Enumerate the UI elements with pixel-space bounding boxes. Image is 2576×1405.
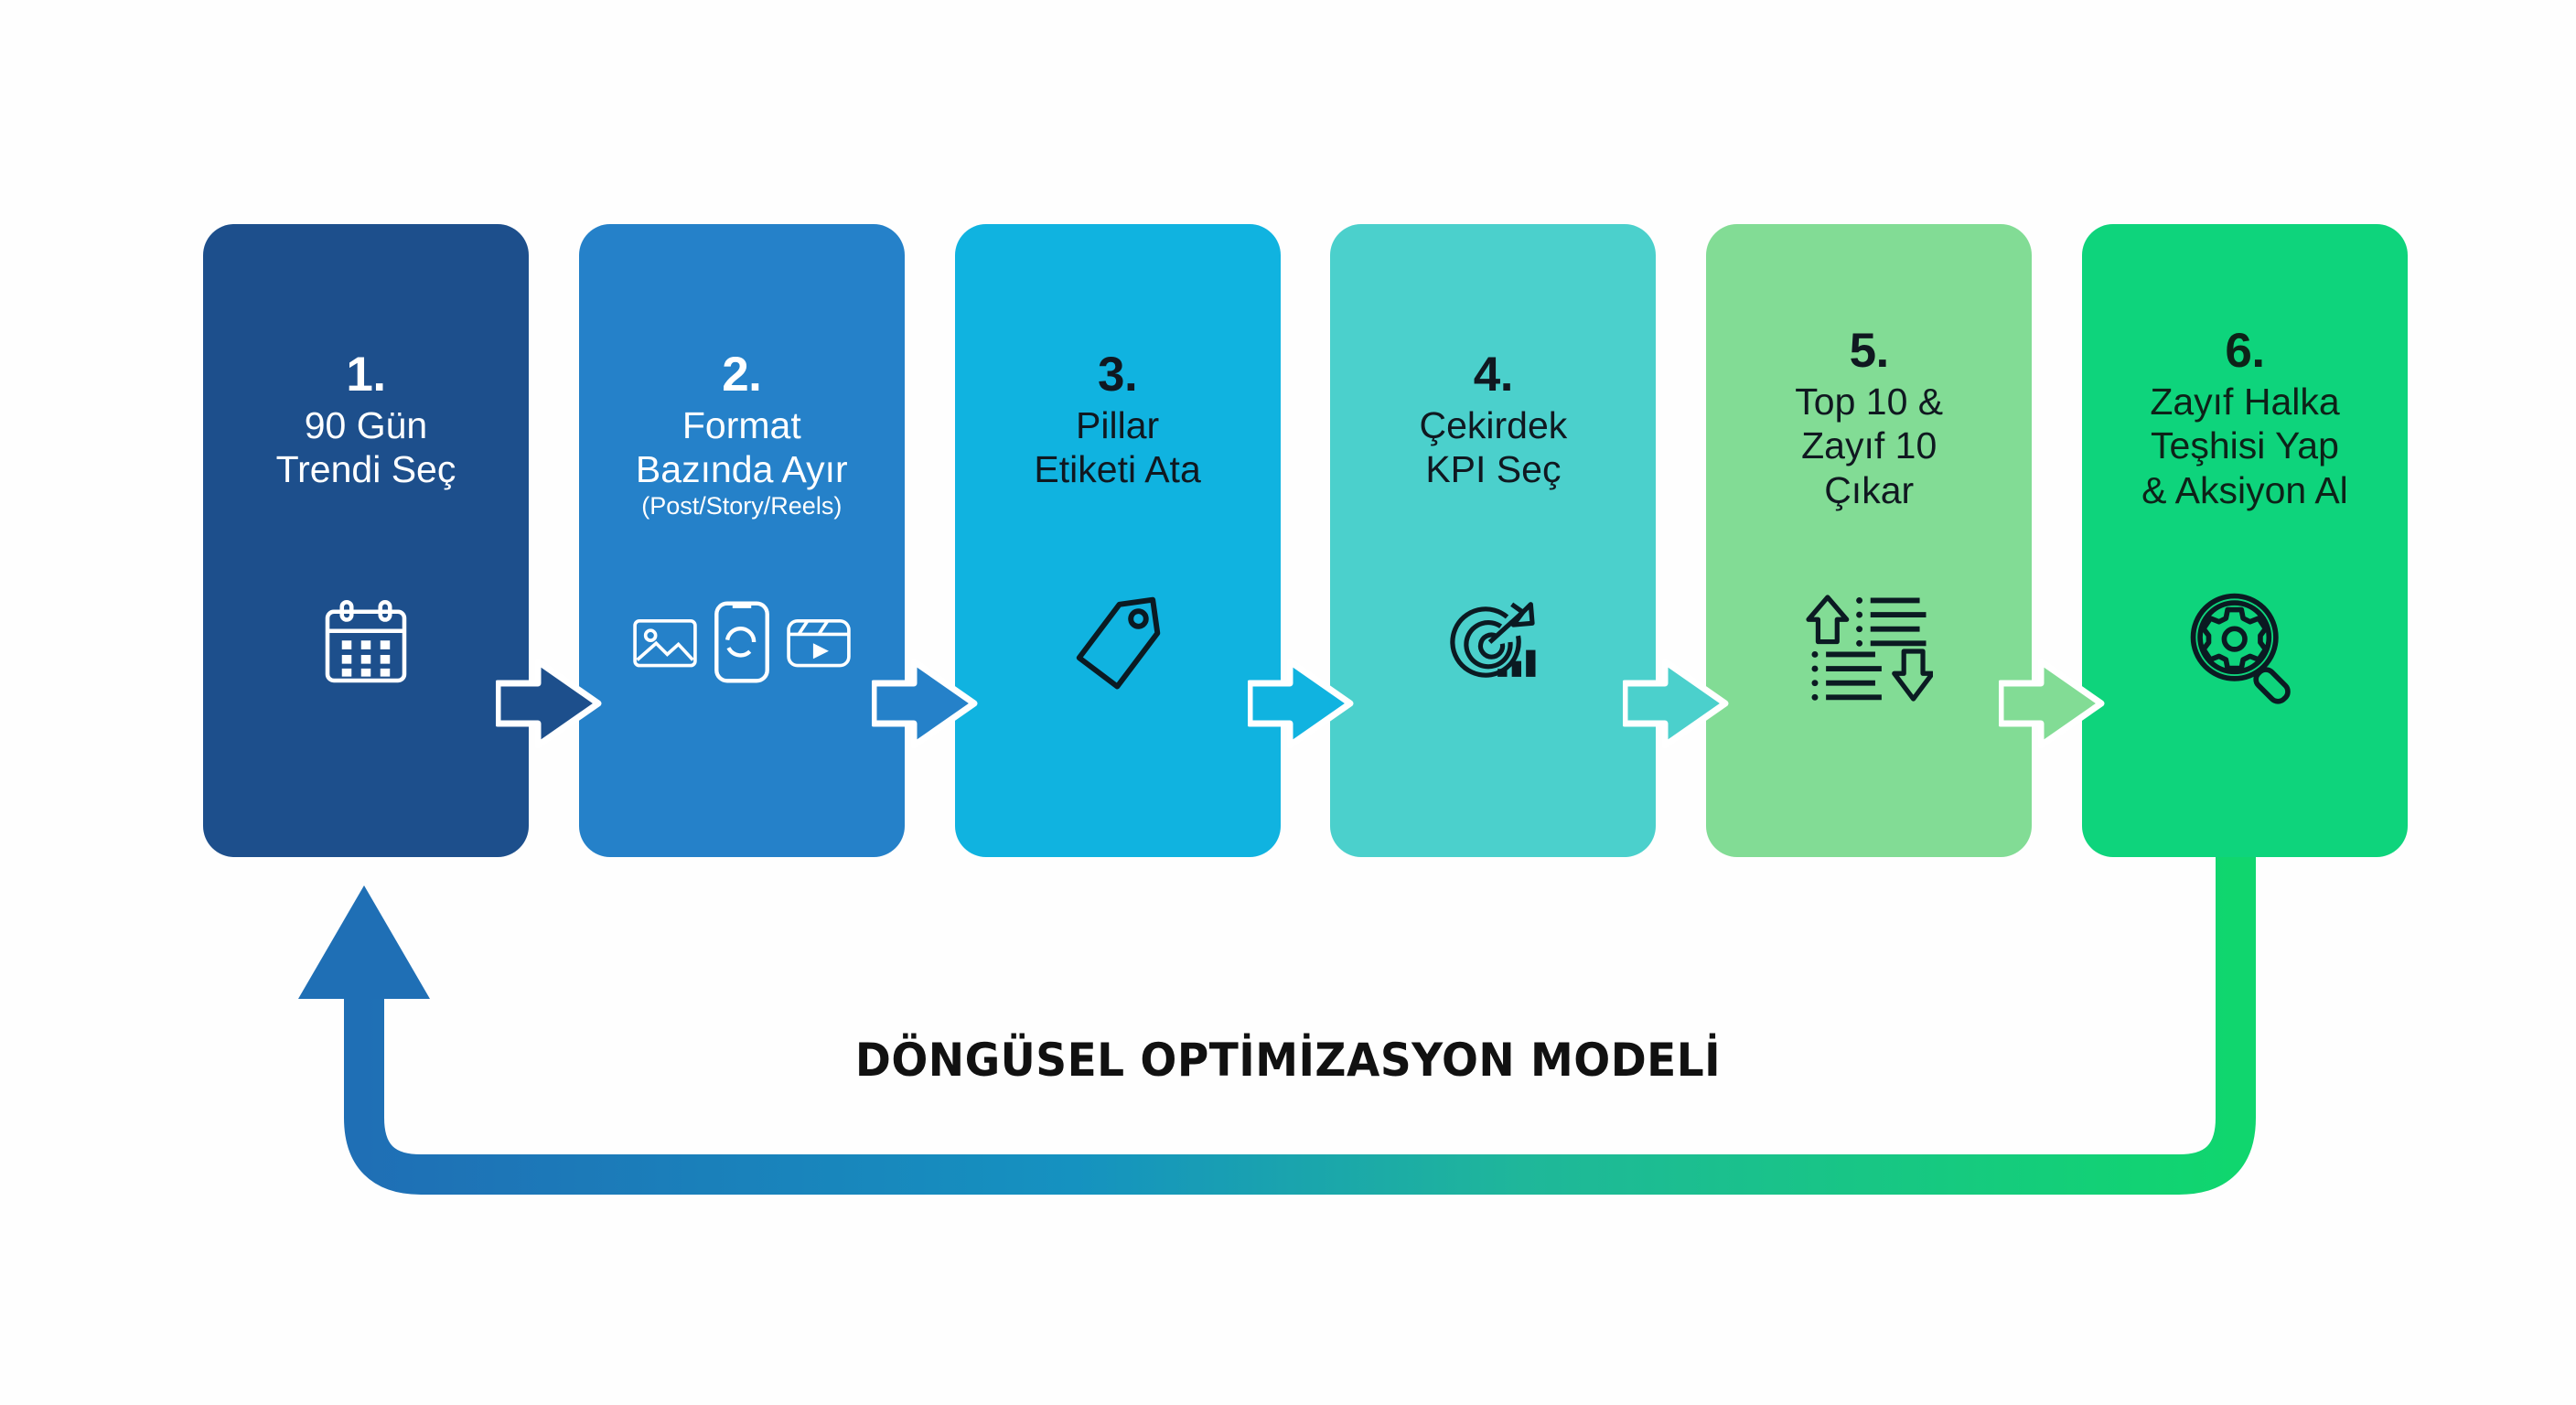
media-formats-icon (579, 583, 905, 702)
step-number: 2. (722, 348, 762, 402)
step-label-line: Zayıf Halka (2150, 381, 2340, 424)
step-card-1[interactable]: 1. 90 Gün Trendi Seç (203, 224, 602, 857)
step-number: 3. (1097, 348, 1138, 402)
step-number: 6. (2225, 324, 2265, 378)
step-label-line: Pillar (1076, 404, 1160, 447)
step-label: Format Bazında Ayır (Post/Story/Reels) (636, 403, 848, 521)
feedback-loop-path (344, 851, 2256, 1195)
step-card-1-text: 1. 90 Gün Trendi Seç (203, 348, 529, 492)
step-card-2[interactable]: 2. Format Bazında Ayır (Post/Story/Reels… (578, 224, 978, 857)
step-label: Top 10 & Zayıf 10 Çıkar (1795, 380, 1943, 512)
step-card-6-text: 6. Zayıf Halka Teşhisi Yap & Aksiyon Al (2082, 324, 2408, 512)
step-label: 90 Gün Trendi Seç (276, 403, 456, 492)
step-label-line: & Aksiyon Al (2141, 468, 2348, 511)
step-sublabel: (Post/Story/Reels) (641, 491, 843, 520)
step-card-5-text: 5. Top 10 & Zayıf 10 Çıkar (1706, 324, 2032, 512)
step-label-line: Teşhisi Yap (2151, 424, 2339, 467)
target-chart-icon (1330, 583, 1656, 702)
story-phone-icon (714, 601, 769, 683)
step-card-4-text: 4. Çekirdek KPI Seç (1330, 348, 1656, 492)
step-number: 4. (1473, 348, 1514, 402)
feedback-loop-arrowhead (298, 885, 430, 999)
step-number: 5. (1849, 324, 1890, 378)
step-label-line: Çıkar (1824, 468, 1915, 511)
calendar-icon (203, 583, 529, 702)
process-steps-row: 1. 90 Gün Trendi Seç (203, 224, 2408, 857)
step-label-line: Bazında Ayır (635, 448, 848, 491)
step-label-line: Zayıf 10 (1801, 424, 1937, 467)
step-label-line: Top 10 & (1795, 381, 1944, 424)
step-card-5[interactable]: 5. Top 10 & Zayıf 10 Çıkar (1706, 224, 2105, 857)
rank-updown-icon (1706, 588, 2032, 707)
step-card-2-text: 2. Format Bazında Ayır (Post/Story/Reels… (579, 348, 905, 521)
step-card-3[interactable]: 3. Pillar Etiketi Ata (954, 224, 1354, 857)
step-label-line: Format (682, 404, 801, 447)
step-label-line: KPI Seç (1425, 448, 1562, 491)
step-label-line: Çekirdek (1419, 404, 1568, 447)
step-card-6[interactable]: 6. Zayıf Halka Teşhisi Yap & Aksiyon Al (2081, 224, 2408, 857)
step-label: Pillar Etiketi Ata (1034, 403, 1200, 492)
page-title: DÖNGÜSEL OPTİMİZASYON MODELİ (854, 1034, 1722, 1087)
step-label-line: 90 Gün (304, 404, 428, 447)
magnifier-gear-icon (2082, 588, 2408, 707)
step-card-4[interactable]: 4. Çekirdek KPI Seç (1330, 224, 1729, 857)
step-label-line: Etiketi Ata (1034, 448, 1201, 491)
step-card-3-text: 3. Pillar Etiketi Ata (955, 348, 1281, 492)
reels-icon (787, 619, 851, 668)
step-label: Çekirdek KPI Seç (1420, 403, 1568, 492)
step-number: 1. (346, 348, 386, 402)
step-label-line: Trendi Seç (275, 448, 456, 491)
tag-icon (955, 583, 1281, 702)
step-label: Zayıf Halka Teşhisi Yap & Aksiyon Al (2141, 380, 2348, 512)
image-icon (633, 619, 697, 668)
